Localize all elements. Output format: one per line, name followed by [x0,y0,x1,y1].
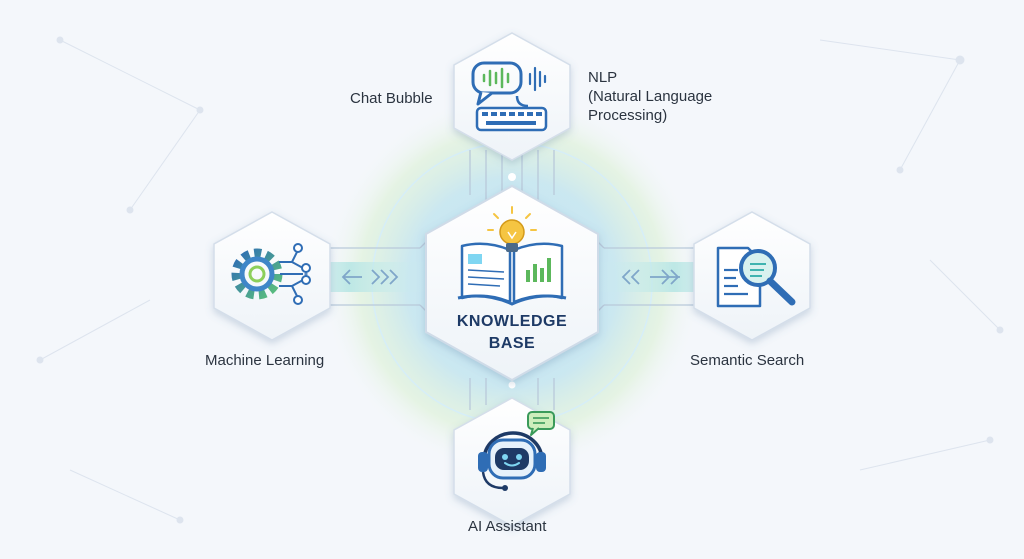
center-title-line1: KNOWLEDGE [456,313,568,330]
label-nlp-line3: Processing) [588,107,668,124]
label-machine-learning: Machine Learning [205,352,325,369]
center-title: KNOWLEDGE BASE [446,311,578,355]
background-network [36,36,1004,524]
label-nlp-line2: (Natural Language [588,88,713,105]
book-lightbulb-icon [457,206,567,306]
node-knowledge-base [425,184,599,382]
right-arrows [621,269,680,285]
label-ai-assistant: AI Assistant [468,518,547,535]
label-chat-bubble: Chat Bubble [350,90,433,107]
gear-network-icon [231,243,311,305]
center-title-line2: BASE [488,335,536,352]
label-nlp-line1: NLP [588,69,618,86]
chat-keyboard-icon [471,61,548,132]
label-semantic-search: Semantic Search [690,352,805,369]
robot-headset-icon [478,411,555,491]
label-nlp: NLP (Natural Language Processing) [588,68,712,125]
document-magnifier-icon [716,246,796,308]
left-arrows [341,269,399,285]
